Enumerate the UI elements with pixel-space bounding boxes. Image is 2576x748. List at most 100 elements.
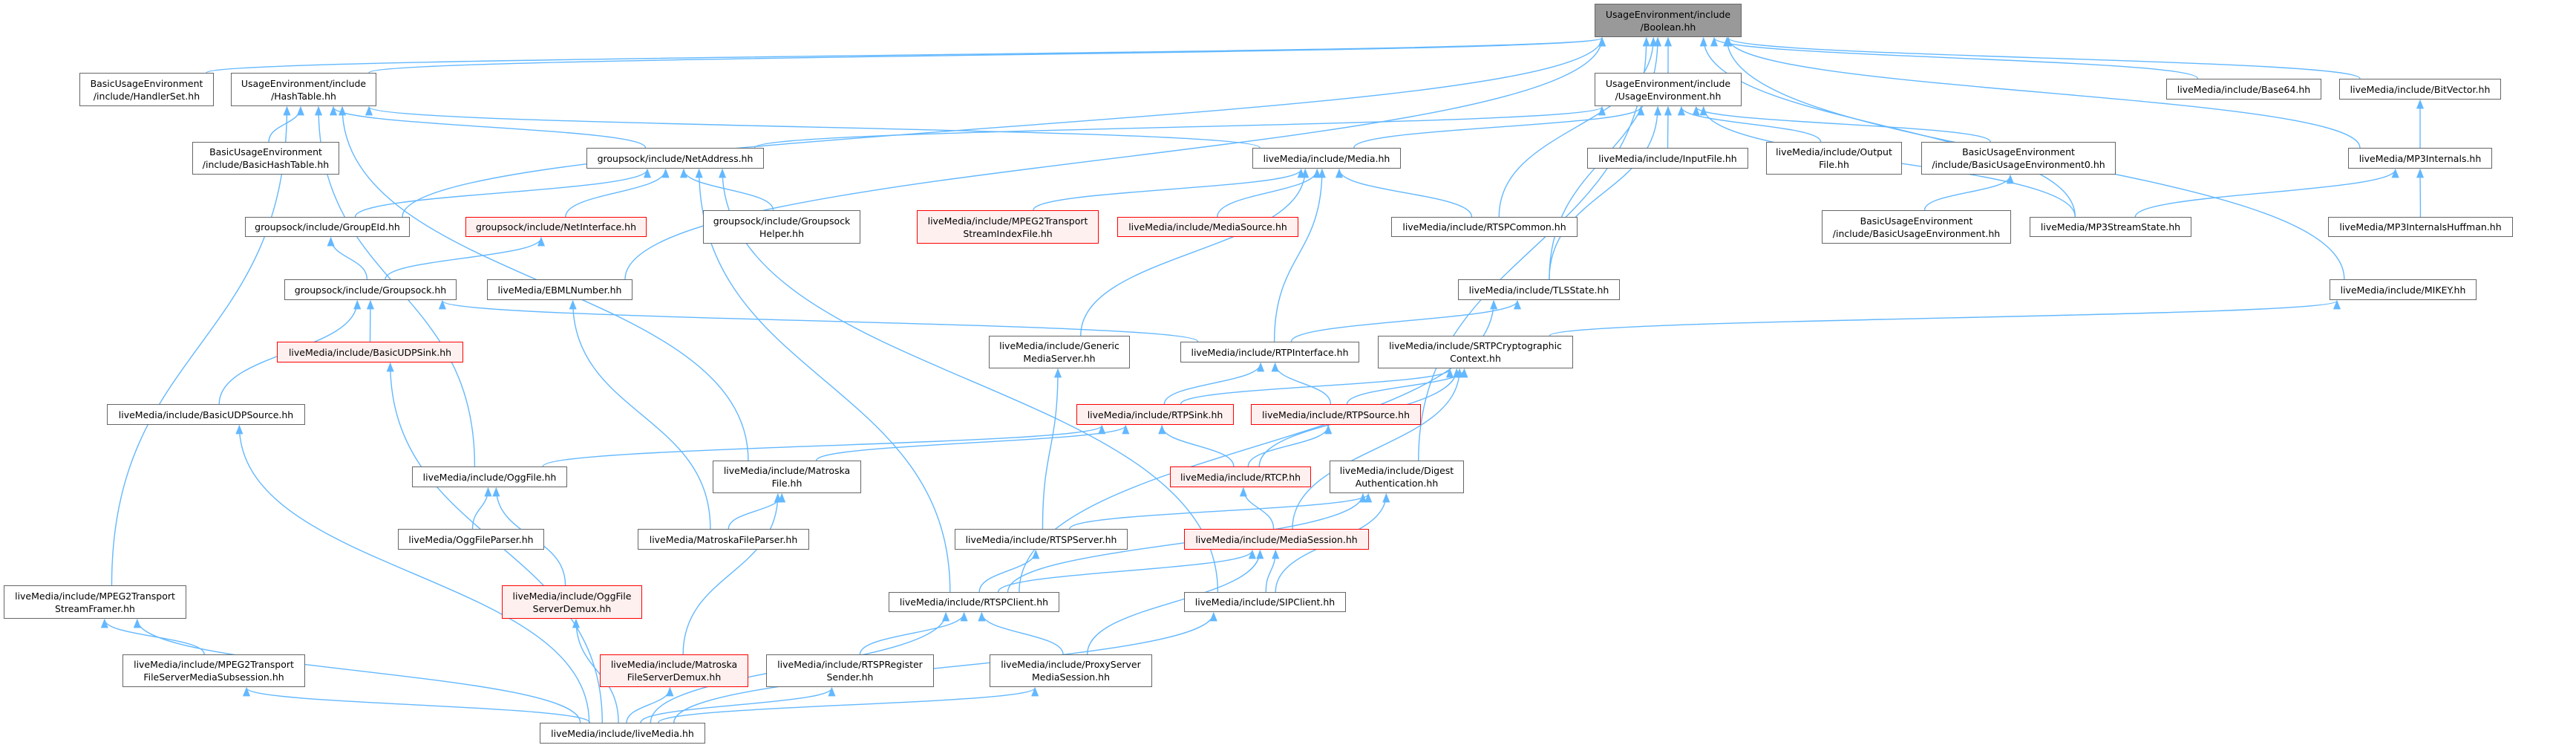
edge-proxy-to-rtspclient <box>978 611 1064 655</box>
node-mpeg2idx[interactable]: liveMedia/include/MPEG2Transport StreamI… <box>917 210 1099 244</box>
node-boolean: UsageEnvironment/include /Boolean.hh <box>1595 4 1742 37</box>
edge-genericmediaserver-to-media <box>1080 168 1310 336</box>
node-base64[interactable]: liveMedia/include/Base64.hh <box>2166 79 2321 100</box>
node-groupsockhelper[interactable]: groupsock/include/Groupsock Helper.hh <box>703 210 860 244</box>
edge-rtcp-to-rtpsource <box>1247 424 1333 467</box>
node-netaddress[interactable]: groupsock/include/NetAddress.hh <box>586 148 764 169</box>
node-oggfile[interactable]: liveMedia/include/OggFile.hh <box>412 466 567 487</box>
edge-groupeid-to-boolean <box>402 36 1606 218</box>
node-bitvector[interactable]: liveMedia/include/BitVector.hh <box>2339 79 2501 100</box>
edge-rtspserver-to-genericmediaserver <box>1042 368 1062 530</box>
edge-livemedia-to-mpeg2fsms <box>243 686 591 723</box>
edge-proxy-to-mediasession <box>1086 549 1264 655</box>
node-livemedia[interactable]: liveMedia/include/liveMedia.hh <box>540 723 705 744</box>
edge-mediasource-to-media <box>1217 168 1321 218</box>
node-srtp[interactable]: liveMedia/include/SRTPCryptographic Cont… <box>1378 336 1573 368</box>
node-inputfile[interactable]: liveMedia/include/InputFile.hh <box>1587 148 1748 169</box>
edge-livemedia-to-rtspregister <box>640 686 836 723</box>
edge-mediasession-to-srtp <box>1292 368 1464 530</box>
node-sipclient[interactable]: liveMedia/include/SIPClient.hh <box>1184 592 1346 612</box>
node-bue[interactable]: BasicUsageEnvironment /include/BasicUsag… <box>1822 210 2011 244</box>
node-rtpinterface[interactable]: liveMedia/include/RTPInterface.hh <box>1180 342 1359 362</box>
edge-livemedia-to-oggdemux <box>572 618 619 723</box>
node-rtspregister[interactable]: liveMedia/include/RTSPRegister Sender.hh <box>766 654 934 687</box>
edge-matroskademux-to-matroskafile <box>682 492 782 655</box>
edge-mpeg2idx-to-media <box>1033 168 1305 211</box>
edge-rtpsink-to-rtpinterface <box>1163 362 1265 405</box>
edge-rtpinterface-to-groupsock <box>439 299 1199 342</box>
edge-base64-to-boolean <box>1710 36 2199 79</box>
node-oggfileparser[interactable]: liveMedia/OggFileParser.hh <box>398 529 544 550</box>
edge-sipclient-to-mediasession <box>1265 549 1280 593</box>
node-basichashtable[interactable]: BasicUsageEnvironment /include/BasicHash… <box>192 142 339 175</box>
edge-livemedia-to-basicudpsource <box>235 424 590 723</box>
edge-oggfileparser-to-oggfile <box>471 487 492 530</box>
node-streamframer[interactable]: liveMedia/include/MPEG2Transport StreamF… <box>4 585 186 619</box>
node-rtspserver[interactable]: liveMedia/include/RTSPServer.hh <box>955 529 1128 550</box>
node-rtspcommon[interactable]: liveMedia/include/RTSPCommon.hh <box>1391 217 1578 237</box>
node-digest[interactable]: liveMedia/include/Digest Authentication.… <box>1330 461 1464 493</box>
edge-media-to-hashtable <box>365 105 1261 149</box>
edge-rtspcommon-to-media <box>1336 168 1473 218</box>
edge-sipclient-to-netaddress <box>719 168 1219 593</box>
edge-outputfile-to-usageenv <box>1677 105 1822 143</box>
node-rtcp[interactable]: liveMedia/include/RTCP.hh <box>1170 466 1311 487</box>
node-basicudpsource[interactable]: liveMedia/include/BasicUDPSource.hh <box>107 404 305 425</box>
node-proxy[interactable]: liveMedia/include/ProxyServer MediaSessi… <box>990 654 1152 687</box>
edge-media-to-usageenv <box>1353 105 1645 149</box>
edge-bue0-to-usageenv <box>1692 105 1991 143</box>
edge-livemedia-to-proxy <box>658 686 1039 723</box>
node-tlsstate[interactable]: liveMedia/include/TLSState.hh <box>1458 279 1620 300</box>
edge-livemedia-to-sipclient <box>673 611 1217 723</box>
edge-rtpsink-to-srtp <box>1180 368 1454 405</box>
node-rtpsink[interactable]: liveMedia/include/RTPSink.hh <box>1076 404 1234 425</box>
node-mediasession[interactable]: liveMedia/include/MediaSession.hh <box>1184 529 1369 550</box>
node-mikey[interactable]: liveMedia/include/MIKEY.hh <box>2330 279 2477 300</box>
node-genericmediaserver[interactable]: liveMedia/include/Generic MediaServer.hh <box>989 336 1130 368</box>
edge-rtspclient-to-mediasession <box>997 549 1256 593</box>
edge-groupsock-to-groupeid <box>327 236 368 280</box>
edge-netaddress-to-usageenv <box>753 105 1606 149</box>
node-basicudpsink[interactable]: liveMedia/include/BasicUDPSink.hh <box>277 342 463 362</box>
edge-livemedia-to-matroskademux <box>626 686 674 723</box>
node-matroskafile[interactable]: liveMedia/include/Matroska File.hh <box>713 461 861 493</box>
node-outputfile[interactable]: liveMedia/include/Output File.hh <box>1766 142 1902 175</box>
node-matroskademux[interactable]: liveMedia/include/Matroska FileServerDem… <box>600 654 748 687</box>
node-bue0[interactable]: BasicUsageEnvironment /include/BasicUsag… <box>1921 142 2116 175</box>
edge-ebml-to-boolean <box>624 36 1606 280</box>
node-handlerset[interactable]: BasicUsageEnvironment /include/HandlerSe… <box>79 73 214 106</box>
edge-rtspserver-to-digest <box>1069 492 1373 530</box>
node-rtspclient[interactable]: liveMedia/include/RTSPClient.hh <box>889 592 1059 612</box>
node-oggdemux[interactable]: liveMedia/include/OggFile ServerDemux.hh <box>502 585 642 619</box>
edge-bitvector-to-boolean <box>1725 36 2361 79</box>
edge-livemedia-to-streamframer <box>133 618 581 723</box>
node-mpeg2fsms[interactable]: liveMedia/include/MPEG2Transport FileSer… <box>122 654 305 687</box>
edge-oggfile-to-rtpsink <box>542 424 1106 467</box>
edge-mp3internals-to-boolean <box>1725 36 2361 149</box>
node-mp3huffman[interactable]: liveMedia/MP3InternalsHuffman.hh <box>2328 217 2513 237</box>
node-usageenv[interactable]: UsageEnvironment/include /UsageEnvironme… <box>1595 73 1742 106</box>
node-mp3streamstate[interactable]: liveMedia/MP3StreamState.hh <box>2030 217 2191 237</box>
edge-groupeid-to-netaddress <box>354 168 651 218</box>
node-ebml[interactable]: liveMedia/EBMLNumber.hh <box>487 279 632 300</box>
edge-rtpsource-to-rtpinterface <box>1271 362 1332 405</box>
edge-rtspregister-to-rtspclient <box>859 611 968 655</box>
edge-rtpinterface-to-tlsstate <box>1290 299 1521 342</box>
edge-groupsockhelper-to-netaddress <box>679 168 774 211</box>
edge-bue-to-bue0 <box>1923 174 2014 211</box>
node-hashtable[interactable]: UsageEnvironment/include /HashTable.hh <box>231 73 376 106</box>
edge-rtspclient-to-rtspserver <box>978 549 1040 593</box>
node-matroskafileparser[interactable]: liveMedia/MatroskaFileParser.hh <box>638 529 809 550</box>
node-groupsock[interactable]: groupsock/include/Groupsock.hh <box>284 279 457 300</box>
node-media[interactable]: liveMedia/include/Media.hh <box>1252 148 1401 169</box>
node-netinterface[interactable]: groupsock/include/NetInterface.hh <box>465 217 647 237</box>
node-mediasource[interactable]: liveMedia/include/MediaSource.hh <box>1117 217 1298 237</box>
node-mp3internals[interactable]: liveMedia/MP3Internals.hh <box>2348 148 2492 169</box>
edge-netinterface-to-netaddress <box>565 168 670 218</box>
edge-rtspcommon-to-boolean <box>1498 36 1658 218</box>
edge-tlsstate-to-usageenv <box>1549 105 1662 280</box>
edge-mpeg2fsms-to-streamframer <box>100 618 205 655</box>
node-rtpsource[interactable]: liveMedia/include/RTPSource.hh <box>1251 404 1421 425</box>
node-groupeid[interactable]: groupsock/include/GroupEId.hh <box>245 217 410 237</box>
